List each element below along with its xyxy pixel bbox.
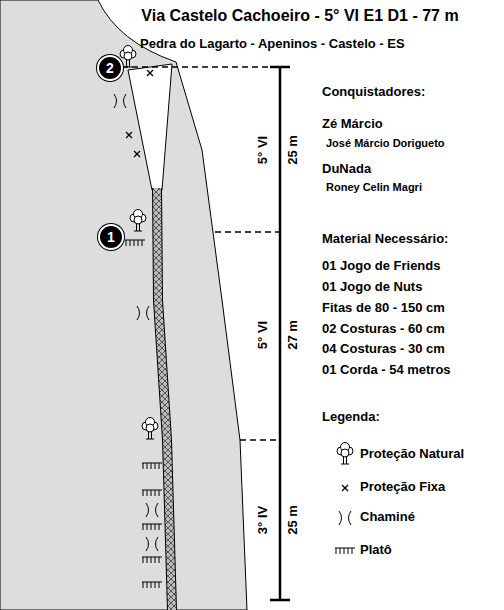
callout-text: 1 bbox=[107, 229, 115, 245]
legend-text: Proteção Fixa bbox=[360, 480, 445, 495]
info-text: Conquistadores: bbox=[322, 85, 425, 100]
info-text: 01 Corda - 54 metros bbox=[322, 363, 451, 378]
pitch-dimension: 25 m bbox=[286, 503, 301, 537]
info-text: Zé Márcio bbox=[322, 117, 383, 132]
info-text: Roney Celin Magri bbox=[326, 181, 422, 194]
info-text: 01 Jogo de Friends bbox=[322, 259, 440, 274]
legend-text: Proteção Natural bbox=[360, 447, 464, 462]
title: Via Castelo Cachoeiro - 5° VI E1 D1 - 77… bbox=[141, 7, 458, 25]
info-text: Legenda: bbox=[322, 410, 380, 425]
callout-number: 2 bbox=[97, 55, 123, 81]
info-text: 04 Costuras - 30 cm bbox=[322, 342, 445, 357]
legend-text: Platô bbox=[360, 543, 392, 558]
legend-text: Chaminé bbox=[360, 510, 415, 525]
info-text: Material Necessário: bbox=[322, 232, 448, 247]
info-text: DuNada bbox=[322, 162, 371, 177]
pitch-dimension: 3° IV bbox=[256, 504, 271, 536]
pitch-dimension: 5° VI bbox=[256, 134, 271, 166]
pitch-dimension: 25 m bbox=[286, 133, 301, 167]
info-text: Pedra do Lagarto - Apeninos - Castelo - … bbox=[140, 37, 405, 52]
info-text: José Márcio Dorigueto bbox=[326, 137, 445, 150]
pitch-dimension: 5° VI bbox=[256, 319, 271, 351]
callout-number: 1 bbox=[98, 224, 124, 250]
info-text: Fitas de 80 - 150 cm bbox=[322, 301, 445, 316]
callout-text: 2 bbox=[106, 60, 114, 76]
info-text: 02 Costuras - 60 cm bbox=[322, 322, 445, 337]
pitch-dimension: 27 m bbox=[286, 318, 301, 352]
info-text: 01 Jogo de Nuts bbox=[322, 280, 422, 295]
